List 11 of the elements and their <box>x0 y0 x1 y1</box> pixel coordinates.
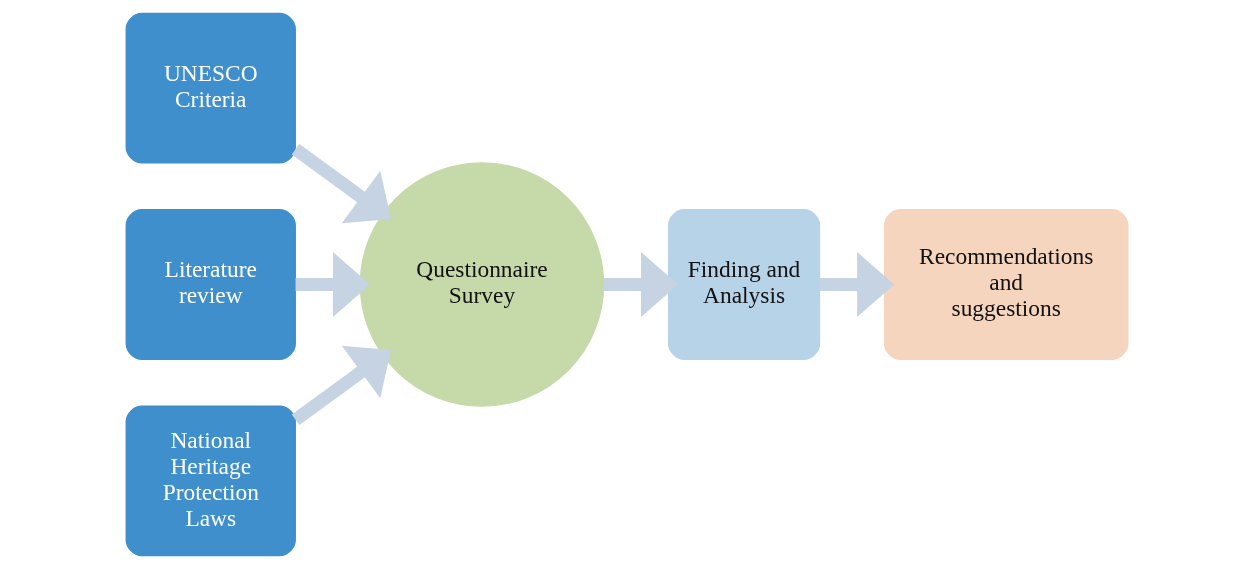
node-box: Recommendations and suggestions <box>883 209 1128 360</box>
node-box: Finding and Analysis <box>667 209 820 360</box>
arrow <box>819 251 894 318</box>
arrow <box>291 143 391 224</box>
node-box: UNESCO Criteria <box>125 12 296 164</box>
node-box: National Heritage Protection Laws <box>125 405 296 557</box>
arrow <box>291 345 391 426</box>
node-circle: Questionnaire Survey <box>359 162 604 407</box>
node-box: Literature review <box>125 209 296 360</box>
arrow <box>603 251 678 318</box>
arrow <box>295 251 370 318</box>
